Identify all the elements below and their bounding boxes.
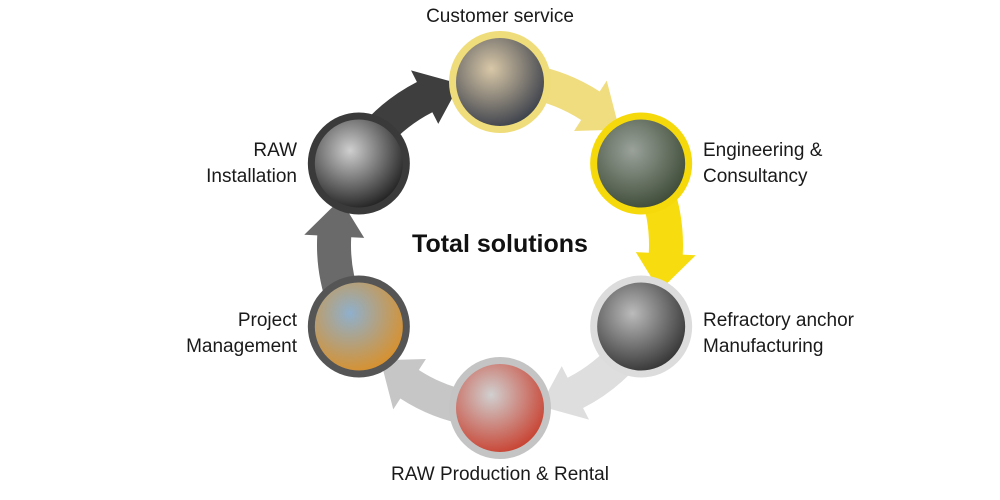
label-production: RAW Production & Rental <box>391 464 609 485</box>
label-engineering: Engineering &Consultancy <box>703 140 823 187</box>
node-photo-project <box>314 282 403 371</box>
node-photo-customer-service <box>456 38 544 126</box>
center-title: Total solutions <box>412 230 588 258</box>
node-photo-engineering <box>597 119 686 208</box>
node-photo-installation <box>314 119 403 208</box>
node-photo-refractory <box>597 282 686 371</box>
label-customer-service: Customer service <box>426 6 574 27</box>
node-photo-production <box>456 364 544 452</box>
